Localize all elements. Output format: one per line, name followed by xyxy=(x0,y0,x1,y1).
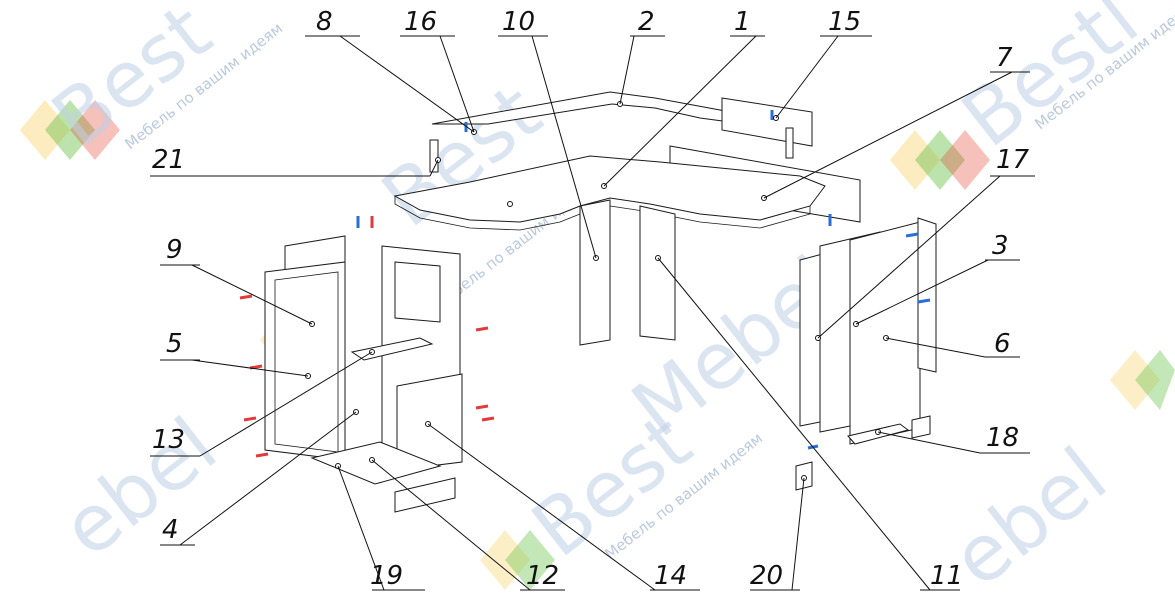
part-support-leg xyxy=(429,139,439,173)
callout-label-20: 20 xyxy=(750,561,783,591)
watermark-text-7: ebel xyxy=(936,431,1123,600)
callout-leader-11 xyxy=(657,257,931,591)
part-right-outer-panel xyxy=(917,217,937,373)
callout-leader-20 xyxy=(791,477,805,591)
watermark-text-5: Bestl xyxy=(946,0,1155,165)
callout-label-2: 2 xyxy=(638,7,655,37)
part-left-side-panel xyxy=(264,261,346,461)
callout-leader-9 xyxy=(191,264,313,325)
callout-leader-8 xyxy=(339,35,475,133)
callout-label-9: 9 xyxy=(166,235,183,265)
callout-label-12: 12 xyxy=(526,561,559,591)
watermark-text-6: ebel xyxy=(46,401,233,575)
part-support-leg-right xyxy=(785,127,794,159)
callout-leader-21 xyxy=(429,159,439,177)
callout-label-4: 4 xyxy=(162,515,179,545)
part-plinth xyxy=(394,477,456,513)
callout-leader-15 xyxy=(775,35,839,119)
callout-label-10: 10 xyxy=(502,7,535,37)
callout-label-8: 8 xyxy=(316,7,333,37)
part-center-panel-left xyxy=(579,199,611,346)
callout-label-6: 6 xyxy=(994,329,1011,359)
callout-leader-17 xyxy=(817,175,1001,339)
callout-label-7: 7 xyxy=(996,43,1013,73)
parts-layer xyxy=(239,91,937,513)
callout-label-18: 18 xyxy=(986,423,1019,453)
part-center-panel-right xyxy=(639,205,676,341)
callout-leader-2 xyxy=(619,35,635,105)
callout-leader-1 xyxy=(603,35,757,187)
callout-leader-7 xyxy=(763,71,1013,199)
callout-leader-16 xyxy=(439,35,475,133)
callout-leader-19 xyxy=(337,465,385,591)
callout-leader-10 xyxy=(531,35,597,259)
callout-label-19: 19 xyxy=(370,561,403,591)
callout-leader-6 xyxy=(885,337,986,358)
callout-leader-4 xyxy=(179,411,357,546)
callout-leader-5 xyxy=(191,359,309,377)
callout-label-14: 14 xyxy=(654,561,687,591)
callout-label-15: 15 xyxy=(828,7,861,37)
callout-label-1: 1 xyxy=(734,7,751,37)
callout-label-11: 11 xyxy=(930,561,963,591)
part-cabinet-upper-door xyxy=(394,261,441,323)
part-right-end-block xyxy=(911,415,931,439)
callout-leader-12 xyxy=(371,459,531,591)
callout-leaders xyxy=(150,35,1035,591)
callout-leader-3 xyxy=(855,259,989,325)
callout-label-21: 21 xyxy=(152,145,185,175)
callout-leader-13 xyxy=(199,351,373,457)
callout-label-5: 5 xyxy=(166,329,183,359)
part-top-shelf-panel xyxy=(721,97,813,147)
callout-label-13: 13 xyxy=(152,425,185,455)
callout-label-17: 17 xyxy=(996,145,1030,175)
part-desktop-top xyxy=(393,155,826,223)
callout-label-3: 3 xyxy=(992,231,1009,261)
part-right-side-panel-back xyxy=(849,221,921,445)
callout-leader-14 xyxy=(427,423,656,591)
callout-leader-18 xyxy=(877,431,981,454)
callout-label-16: 16 xyxy=(404,7,437,37)
